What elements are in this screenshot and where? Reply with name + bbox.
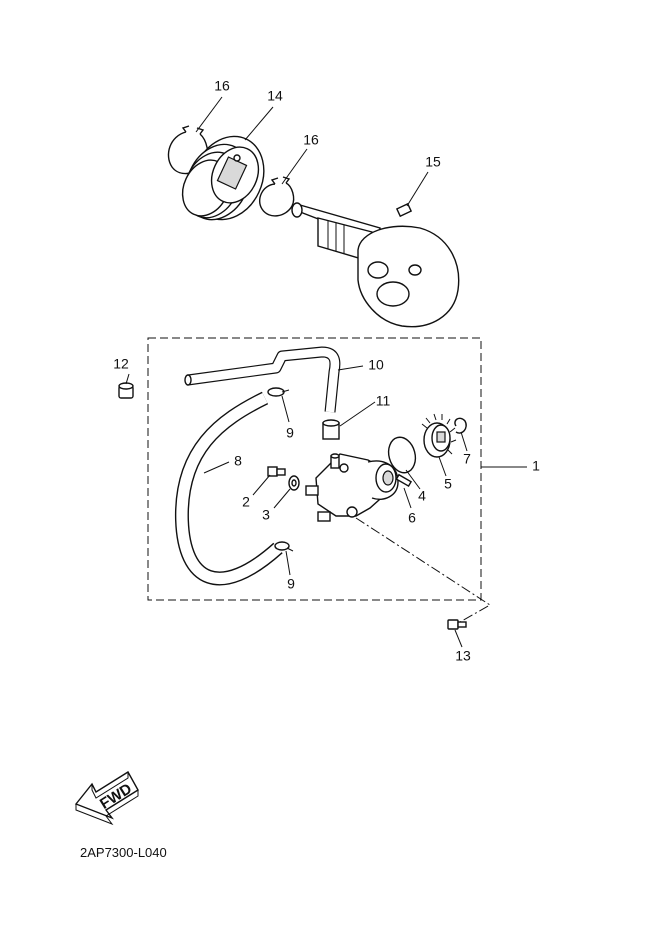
drawing-code: 2AP7300-L040 [80,845,167,860]
screw-2 [267,466,286,477]
callout-10: 10 [368,357,384,373]
callout-9-upper: 9 [286,425,294,441]
o-ring-4 [387,436,417,474]
hose-8 [174,391,283,586]
crankshaft [291,202,460,328]
callout-7: 7 [463,451,471,467]
callout-16-right: 16 [303,132,319,148]
callout-5: 5 [444,476,452,492]
circlip-right [258,176,295,217]
leaders-upper [195,96,429,207]
washer-3 [288,475,300,491]
callout-2: 2 [242,494,250,510]
hose-clip-lower [274,541,294,552]
collar-12 [118,382,134,399]
callout-1: 1 [532,458,540,474]
callout-16-left: 16 [214,78,230,94]
callout-12: 12 [113,356,129,372]
callout-11: 11 [376,393,391,409]
callout-8: 8 [234,453,242,469]
forward-arrow-icon: FWD [74,771,139,826]
pump-gear-5 [421,413,457,458]
woodruff-key [395,202,413,218]
assembly-box [147,337,482,601]
callout-9-lower: 9 [287,576,295,592]
bolt-13 [447,619,467,630]
callout-15: 15 [425,154,441,170]
hose-clip-upper [267,387,290,397]
pulley-gear [181,135,265,221]
pin-6 [395,473,413,488]
centerline [355,517,491,623]
callout-14: 14 [267,88,283,104]
callout-4: 4 [418,488,426,504]
hose-10 [184,346,341,413]
callout-3: 3 [262,507,270,523]
leaders-lower [125,365,468,648]
callout-6: 6 [408,510,416,526]
oil-pump [305,453,399,522]
callout-13: 13 [455,648,471,664]
collar-11 [322,419,340,440]
circlip-7 [454,417,467,434]
